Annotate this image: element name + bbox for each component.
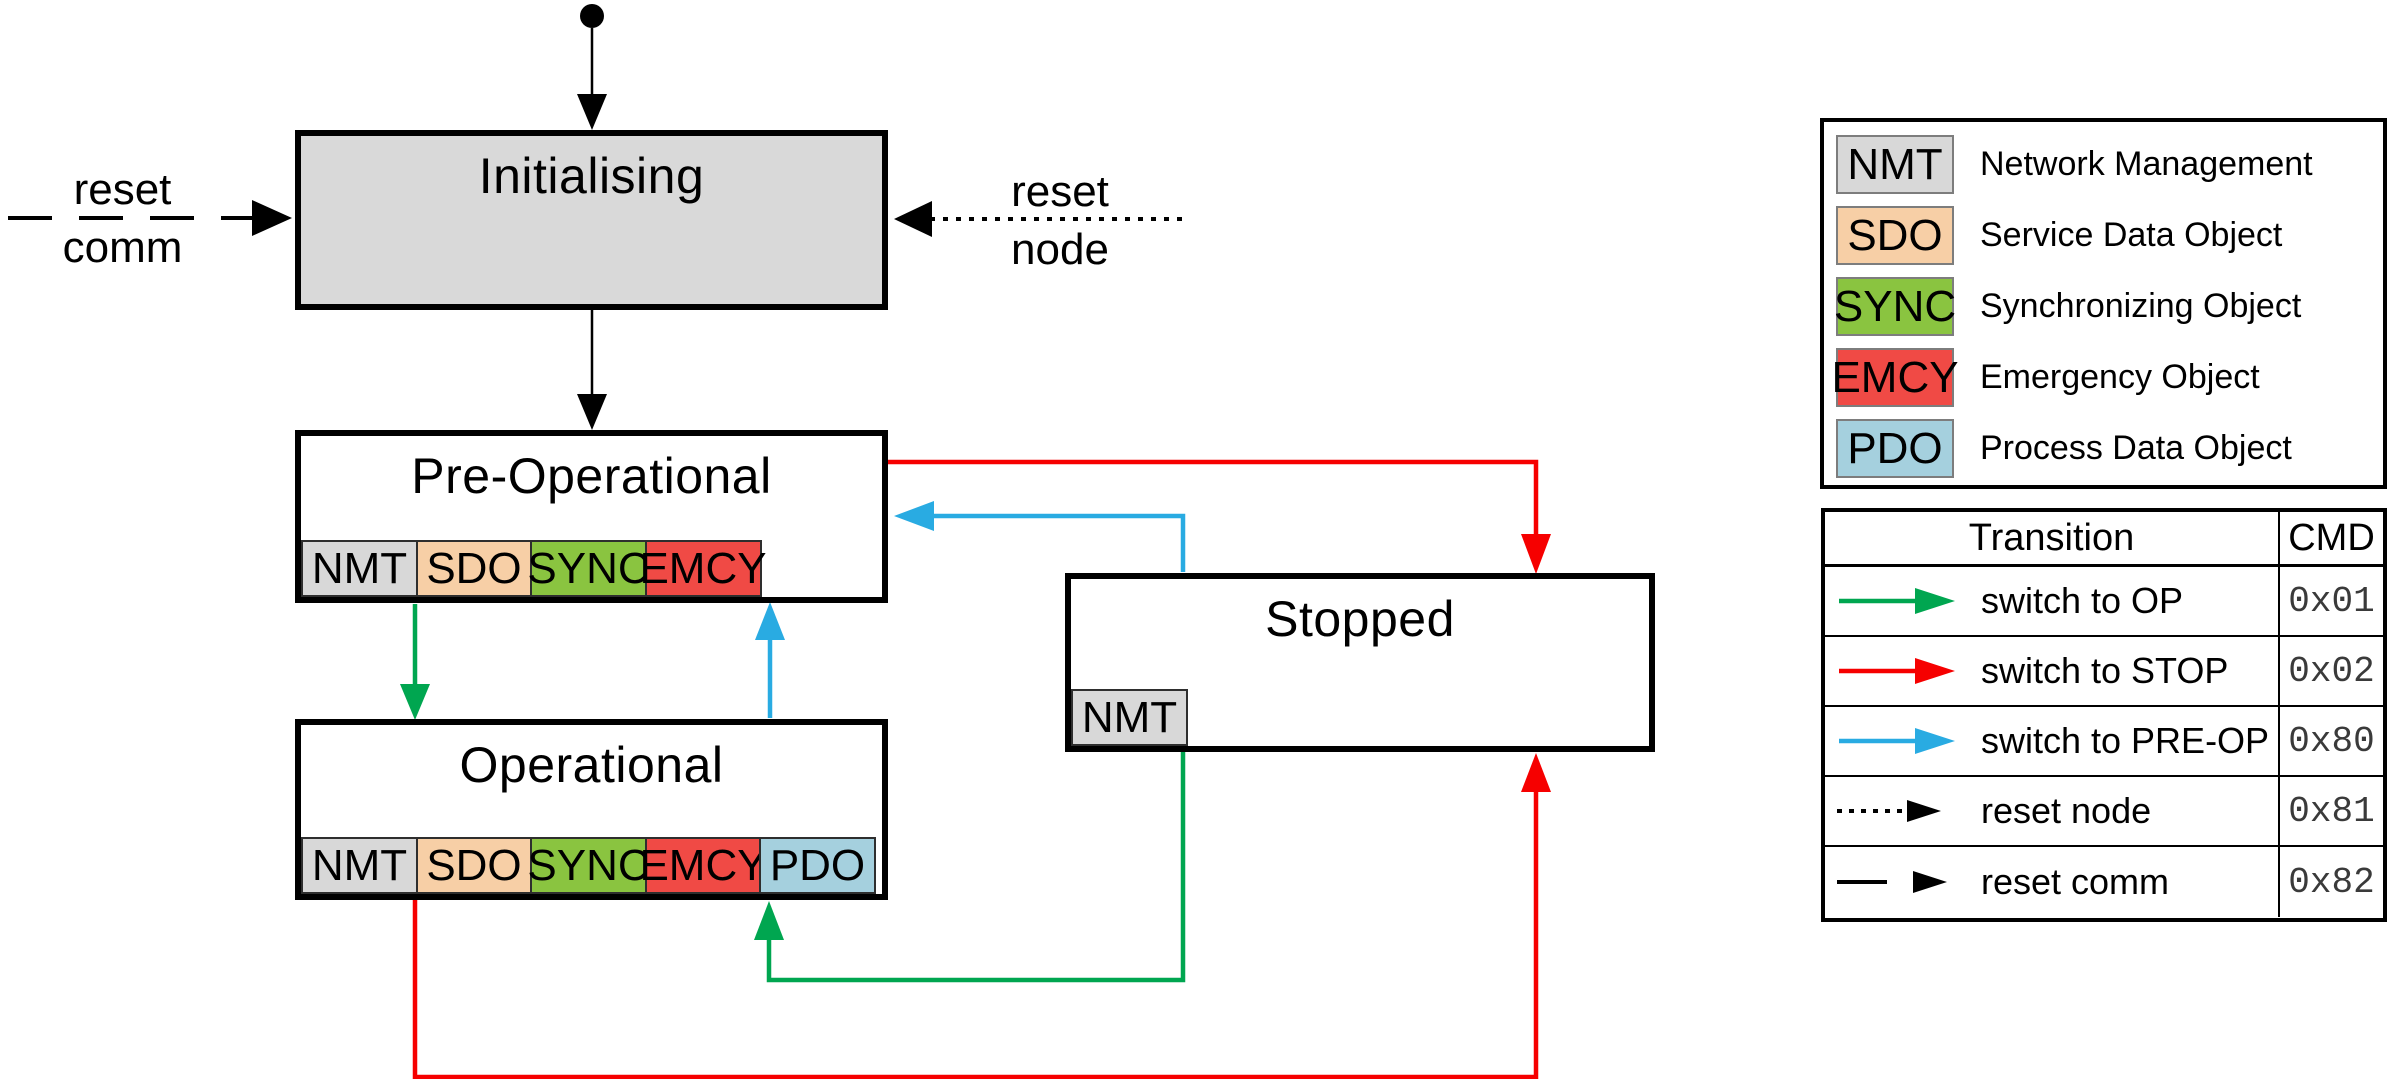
reset-comm-label-top: reset (73, 165, 172, 214)
transition-arrow-icon (1837, 871, 1947, 893)
legend-label-nmt: Network Management (1980, 145, 2313, 183)
tab-nmt: NMT (301, 540, 418, 597)
transition-label: reset comm (1981, 861, 2170, 902)
transition-label: switch to PRE-OP (1981, 720, 2270, 761)
transition-row-0x81: reset node (1825, 777, 2280, 847)
legend-label-sync: Synchronizing Object (1980, 287, 2302, 325)
tab-nmt: NMT (1071, 689, 1188, 746)
legend-chip-sdo: SDO (1836, 206, 1954, 265)
op-to-preop-arrow-head (755, 602, 785, 640)
stop-to-preop-arrow-head (894, 501, 934, 531)
stop-to-preop-arrow-line (932, 513, 1186, 572)
legend-chip-emcy: EMCY (1831, 348, 1959, 407)
tab-sdo: SDO (415, 540, 533, 597)
stopped-service-tabs: NMT (1071, 689, 1188, 746)
reset-node-label-bottom: node (1011, 225, 1109, 274)
transition-arrow-icon (1839, 658, 1955, 684)
tab-sync: SYNC (527, 837, 650, 894)
legend-chip-pdo: PDO (1836, 419, 1954, 478)
preop-to-stop-arrow-head (1521, 534, 1551, 574)
legend-chip-nmt: NMT (1836, 135, 1954, 194)
transition-arrow-icon (1839, 728, 1955, 754)
state-pre-operational-title: Pre-Operational (411, 448, 772, 504)
transition-row-0x01: switch to OP (1825, 567, 2280, 637)
transition-table: Transition CMD switch to OP 0x01 switch to… (1821, 508, 2387, 922)
legend-row-nmt: NMT Network Management (1836, 135, 2383, 194)
transition-label: reset node (1981, 790, 2152, 831)
preop-to-op-arrow-head (400, 684, 430, 720)
legend-label-pdo: Process Data Object (1980, 429, 2292, 467)
tab-emcy: EMCY (639, 540, 767, 597)
transition-cmd-value: 0x02 (2280, 637, 2383, 707)
start-arrow-head (577, 94, 607, 130)
legend-row-emcy: EMCY Emergency Object (1831, 348, 2383, 407)
transition-arrow-icon (1839, 588, 1955, 614)
stop-to-op-arrow-head (754, 901, 784, 940)
legend-label-sdo: Service Data Object (1980, 216, 2283, 254)
tab-pdo: PDO (759, 837, 876, 894)
legend-row-pdo: PDO Process Data Object (1836, 419, 2383, 478)
legend-chip-sync: SYNC (1834, 277, 1956, 336)
transition-cmd-value: 0x82 (2288, 861, 2375, 903)
transition-label: switch to STOP (1981, 650, 2229, 691)
transition-row-0x02: switch to STOP (1825, 637, 2280, 707)
transition-table-header-transition: Transition (1825, 512, 2280, 567)
transition-row-0x80: switch to PRE-OP (1825, 707, 2280, 777)
op-to-stop-arrow-head (1521, 753, 1551, 792)
tab-emcy: EMCY (639, 837, 767, 894)
reset-node-label-top: reset (1011, 167, 1109, 216)
transition-cmd-value: 0x81 (2280, 777, 2383, 847)
init-to-preop-arrow-head (577, 394, 607, 430)
legend-label-emcy: Emergency Object (1980, 358, 2260, 396)
transition-cmd-value: 0x01 (2280, 567, 2383, 637)
transition-row-0x82: reset comm (1825, 847, 2280, 917)
state-stopped-title: Stopped (1265, 591, 1455, 647)
tab-sdo: SDO (415, 837, 533, 894)
legend-row-sdo: SDO Service Data Object (1836, 206, 2383, 265)
preop-to-stop-arrow-line (888, 459, 1539, 536)
state-initialising-title: Initialising (478, 148, 705, 204)
transition-table-header-cmd: CMD (2280, 512, 2383, 567)
reset-comm-arrow-head (252, 200, 292, 236)
tab-nmt: NMT (301, 837, 418, 894)
reset-comm-label-bottom: comm (62, 223, 183, 272)
transition-label: switch to OP (1981, 580, 2184, 621)
legend-row-sync: SYNC Synchronizing Object (1834, 277, 2383, 336)
state-stopped: Stopped NMT (1065, 573, 1655, 752)
initial-state-dot (580, 4, 604, 28)
transition-cmd-value: 0x80 (2280, 707, 2383, 777)
state-initialising: Initialising (295, 130, 888, 310)
transition-arrow-icon (1837, 800, 1941, 822)
reset-node-arrow-head (894, 201, 932, 237)
state-operational-title: Operational (459, 737, 724, 793)
tab-sync: SYNC (527, 540, 650, 597)
